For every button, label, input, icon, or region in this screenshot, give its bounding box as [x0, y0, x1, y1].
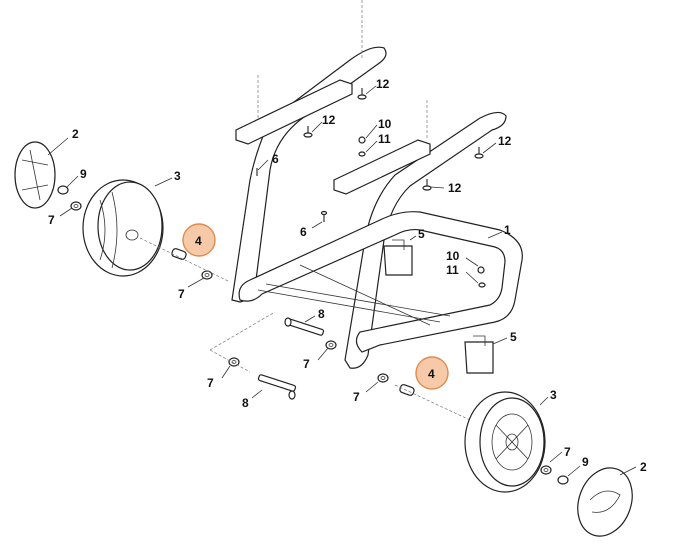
- washer-11-low: [478, 282, 486, 288]
- screw-6-b: [320, 210, 328, 222]
- callout-7-left: 7: [48, 213, 55, 227]
- left-hubcap: [14, 141, 56, 209]
- leader-lines: [47, 85, 637, 477]
- washer-11-top: [358, 151, 366, 157]
- highlight-circle-4-right: [415, 356, 449, 390]
- callout-12-d: 12: [448, 181, 462, 195]
- callout-4-right: 4: [428, 367, 435, 381]
- callout-6-a: 6: [272, 152, 279, 166]
- bolt-12-d: [422, 179, 432, 191]
- bolt-12-c: [474, 147, 484, 159]
- right-nut: [557, 475, 569, 485]
- callout-12-b: 12: [322, 113, 336, 127]
- callout-5-top: 5: [418, 227, 425, 241]
- callout-7-right: 7: [564, 445, 571, 459]
- clip-5-low: [464, 335, 494, 374]
- callout-11-top: 11: [378, 132, 391, 146]
- callout-3-right: 3: [550, 388, 557, 402]
- callout-3-left: 3: [174, 169, 181, 183]
- callout-12-c: 12: [498, 134, 512, 148]
- washer-7-lower-left: [228, 357, 240, 367]
- callout-9-right: 9: [582, 455, 589, 469]
- right-washer: [540, 465, 552, 475]
- washer-7-upper-bolt: [325, 340, 337, 350]
- left-nut: [57, 185, 69, 195]
- left-washer-outer: [70, 201, 82, 211]
- left-wheel: [82, 179, 164, 277]
- callout-6-b: 6: [300, 225, 307, 239]
- callout-2-top: 2: [72, 127, 79, 141]
- left-axle-pin: [171, 248, 187, 260]
- right-wheel: [464, 391, 546, 493]
- clip-5-top: [383, 239, 413, 276]
- callout-4-left: 4: [195, 234, 202, 248]
- right-axle-pin: [399, 384, 415, 396]
- right-hubcap: [577, 467, 633, 537]
- callout-11-low: 11: [446, 263, 459, 277]
- callout-7-lower-left: 7: [207, 376, 214, 390]
- bolt-8-upper: [284, 317, 325, 336]
- nut-10-low: [477, 266, 485, 274]
- callout-8-upper: 8: [318, 307, 325, 321]
- callout-7-lower-mid: 7: [353, 390, 360, 404]
- callout-5-low: 5: [510, 330, 517, 344]
- bolt-12-a: [357, 88, 367, 100]
- bolt-12-b: [303, 126, 313, 138]
- callout-7-mid: 7: [178, 287, 185, 301]
- callout-2-right: 2: [640, 460, 647, 474]
- callout-8-lower: 8: [242, 396, 249, 410]
- callout-7-upper-bolt: 7: [303, 357, 310, 371]
- callout-1: 1: [504, 223, 511, 237]
- bolt-8-lower: [257, 374, 297, 400]
- callout-10-low: 10: [446, 249, 460, 263]
- washer-7-lower-mid: [377, 373, 389, 383]
- callout-12-a: 12: [376, 77, 390, 91]
- callout-9-left: 9: [80, 167, 87, 181]
- left-washer-inner: [201, 270, 213, 280]
- nut-10-top: [358, 136, 366, 144]
- callout-10-top: 10: [378, 117, 392, 131]
- highlight-circle-4-left: [182, 223, 216, 257]
- frame-part: [231, 0, 523, 369]
